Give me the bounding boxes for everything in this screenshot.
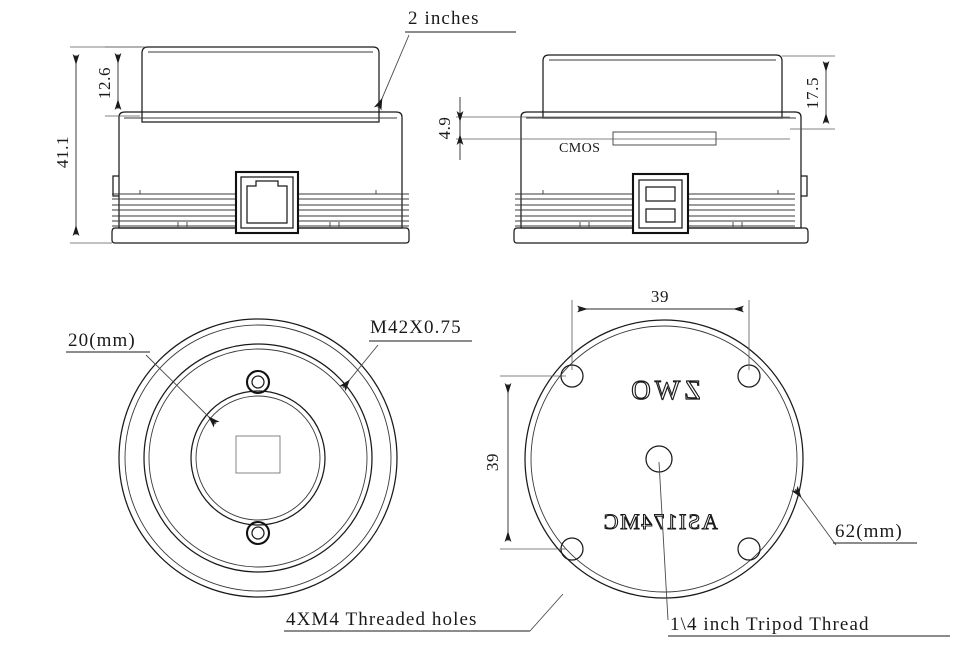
mounting-hole-bottom-right: [737, 537, 761, 561]
camera-body-left: [111, 111, 410, 244]
dimension-label-41-1: 41.1: [53, 136, 72, 168]
callout-label-m42: M42X0.75: [370, 317, 462, 338]
model-engraving: ASI174MC: [602, 508, 719, 534]
nosepiece-2inch-right: [542, 54, 783, 119]
cmos-sensor-slot: [612, 131, 717, 146]
view-side-usb: CMOS 17.5 4.9: [435, 54, 835, 244]
dimension-4-9: 4.9: [435, 97, 790, 160]
view-side-rj45: 41.1 12.6 2 inches: [53, 8, 516, 244]
callout-m42: M42X0.75: [339, 317, 472, 392]
dimension-label-39-horizontal: 39: [651, 287, 669, 306]
brand-engraving: ZWO: [627, 374, 702, 405]
callout-2-inches: 2 inches: [373, 8, 516, 111]
svg-text:ZWO: ZWO: [627, 375, 700, 405]
dimension-12-6: 12.6: [95, 46, 142, 117]
dimension-39-horizontal: 39: [571, 287, 750, 370]
callout-label-threaded-holes: 4XM4 Threaded holes: [286, 609, 478, 630]
threaded-hole-bottom: [245, 520, 271, 546]
callout-62mm: 62(mm): [791, 485, 917, 546]
dimension-label-39-vertical: 39: [483, 453, 502, 471]
nosepiece-2inch: [141, 46, 380, 123]
tripod-thread-hole: [645, 445, 673, 473]
callout-label-62mm: 62(mm): [835, 521, 903, 542]
back-plate-circles: [524, 319, 804, 599]
rj45-port: [234, 170, 300, 235]
dimension-39-vertical: 39: [483, 375, 566, 550]
callout-label-20mm: 20(mm): [68, 330, 136, 351]
svg-text:ASI174MC: ASI174MC: [602, 509, 718, 534]
dimension-label-4-9: 4.9: [435, 116, 454, 139]
dimension-label-17-5: 17.5: [803, 77, 822, 109]
callout-label-2-inches: 2 inches: [408, 8, 480, 29]
dimension-17-5: 17.5: [782, 55, 835, 130]
camera-body-right: [513, 111, 809, 244]
lens-mount-circles: [118, 318, 398, 598]
callout-threaded-holes: 4XM4 Threaded holes: [284, 593, 564, 632]
callout-20mm: 20(mm): [66, 330, 220, 428]
callout-tripod-thread: 1\4 inch Tripod Thread: [658, 461, 950, 637]
threaded-hole-top: [245, 369, 271, 395]
view-front-face: 20(mm) M42X0.75 4XM4 Threaded holes: [66, 317, 564, 632]
dimension-label-12-6: 12.6: [95, 67, 114, 99]
cmos-label: CMOS: [559, 141, 600, 156]
callout-label-tripod-thread: 1\4 inch Tripod Thread: [670, 614, 870, 635]
usb-port: [631, 172, 690, 235]
view-rear-face: ZWO ASI174MC 39 39: [483, 287, 950, 637]
sensor-rectangle: [235, 435, 281, 474]
